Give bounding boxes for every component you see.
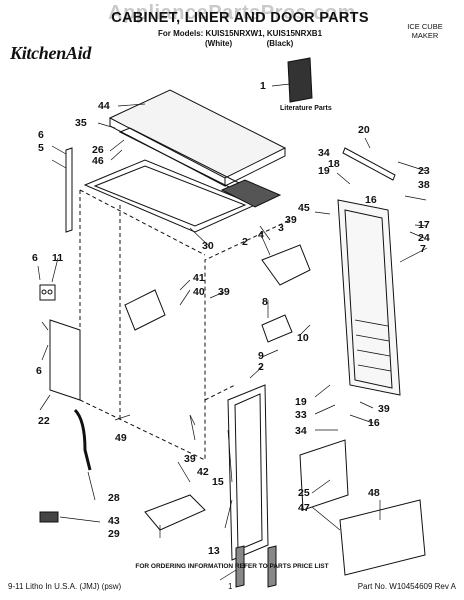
callout-17: 17 — [418, 219, 430, 231]
callout-15: 15 — [212, 476, 224, 488]
callout-44: 44 — [98, 100, 110, 112]
back-panel — [49, 319, 81, 401]
leveling-strip-b — [267, 545, 277, 588]
callout-11: 11 — [52, 252, 64, 264]
callout-26: 26 — [92, 144, 104, 156]
model-colors: (White) (Black) — [205, 39, 293, 48]
litho-info: 9-11 Litho In U.S.A. (JMJ) (psw) — [8, 582, 122, 591]
left-side-trim — [65, 147, 73, 233]
callout-38: 38 — [418, 179, 430, 191]
color-black: (Black) — [266, 39, 294, 48]
callout-7: 7 — [420, 243, 426, 255]
callout-19b: 19 — [295, 396, 307, 408]
color-white: (White) — [205, 39, 233, 48]
top-cover-panel — [108, 89, 287, 179]
callout-6a: 6 — [38, 129, 44, 141]
callout-30: 30 — [202, 240, 214, 252]
model-numbers: For Models: KUIS15NRXW1, KUIS15NRXB1 — [157, 29, 323, 38]
hinge-bracket — [39, 284, 56, 301]
watermark: AppliancePartsPros.com — [108, 2, 356, 24]
callout-3: 3 — [278, 222, 284, 234]
callout-2a: 2 — [242, 236, 248, 248]
callout-39a: 39 — [285, 214, 297, 226]
part-number: Part No. W10454609 Rev A — [357, 582, 456, 591]
callout-25: 25 — [298, 487, 310, 499]
callout-28: 28 — [108, 492, 120, 504]
callout-18: 18 — [328, 158, 340, 170]
callout-19a: 19 — [318, 165, 330, 177]
drain-cap — [144, 494, 206, 531]
callout-6b: 6 — [32, 252, 38, 264]
callout-1: 1 — [260, 80, 266, 92]
category-label: ICE CUBE MAKER — [395, 22, 455, 40]
callout-49: 49 — [115, 432, 127, 444]
callout-10: 10 — [297, 332, 309, 344]
callout-22: 22 — [38, 415, 50, 427]
ice-deflector — [261, 244, 311, 286]
callout-5: 5 — [38, 142, 44, 154]
callout-20: 20 — [358, 124, 370, 136]
callout-42: 42 — [197, 466, 209, 478]
callout-40: 40 — [193, 286, 205, 298]
insulation-pad — [220, 179, 282, 208]
power-connector — [39, 511, 59, 523]
callout-45: 45 — [298, 202, 310, 214]
callout-6c: 6 — [36, 365, 42, 377]
category-line-1: ICE CUBE — [407, 22, 443, 31]
callout-39d: 39 — [184, 453, 196, 465]
callout-47: 47 — [298, 502, 310, 514]
callout-35: 35 — [75, 117, 87, 129]
callout-48: 48 — [368, 487, 380, 499]
callout-39c: 39 — [378, 403, 390, 415]
literature-booklet — [287, 57, 313, 103]
kick-plate — [339, 499, 426, 576]
callout-16a: 16 — [365, 194, 377, 206]
callout-33: 33 — [295, 409, 307, 421]
page-number: 1 — [228, 582, 233, 591]
door-hinge-bar — [342, 147, 396, 181]
callout-9: 9 — [258, 350, 264, 362]
callout-46: 46 — [92, 155, 104, 167]
ordering-note: FOR ORDERING INFORMATION REFER TO PARTS … — [135, 563, 329, 570]
callout-8: 8 — [262, 296, 268, 308]
air-duct — [124, 289, 166, 331]
brand-logo: KitchenAid — [10, 43, 92, 63]
callout-13: 13 — [208, 545, 220, 557]
category-line-2: MAKER — [411, 31, 439, 40]
mounting-bracket — [261, 314, 293, 343]
callout-2b: 2 — [258, 361, 264, 373]
callout-41: 41 — [193, 272, 205, 284]
callout-29: 29 — [108, 528, 120, 540]
callout-39b: 39 — [218, 286, 230, 298]
callout-43: 43 — [108, 515, 120, 527]
literature-parts-label: Literature Parts — [280, 105, 332, 112]
callout-23: 23 — [418, 165, 430, 177]
callout-34a: 34 — [318, 147, 330, 159]
callout-4: 4 — [258, 229, 264, 241]
callout-24: 24 — [418, 232, 430, 244]
callout-34b: 34 — [295, 425, 307, 437]
page-title: CABINET, LINER AND DOOR PARTS — [111, 10, 369, 26]
callout-16b: 16 — [368, 417, 380, 429]
drain-hose — [73, 408, 92, 471]
leveling-strip-a — [235, 545, 245, 588]
